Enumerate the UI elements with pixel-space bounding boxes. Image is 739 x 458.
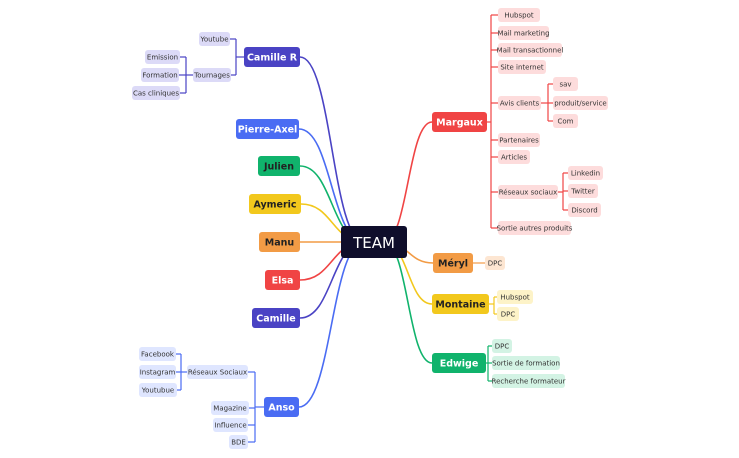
leaf-margaux[interactable]: Hubspot bbox=[498, 8, 540, 22]
leaf-margaux[interactable]: Sortie autres produits bbox=[497, 221, 573, 235]
branch-aymeric[interactable]: Aymeric bbox=[249, 194, 301, 214]
leaf-margaux[interactable]: Twitter bbox=[568, 184, 598, 198]
leaf-camille_r-label: Youtube bbox=[200, 36, 229, 44]
branch-camille-label: Camille bbox=[256, 313, 296, 324]
leaf-montaine[interactable]: Hubspot bbox=[497, 290, 533, 304]
leaf-edwige-label: Sortie de formation bbox=[492, 360, 560, 368]
leaf-edwige-label: Recherche formateur bbox=[492, 378, 566, 386]
leaf-anso[interactable]: BDE bbox=[229, 435, 248, 449]
leaf-anso[interactable]: Facebook bbox=[139, 347, 176, 361]
leaf-camille_r[interactable]: Emission bbox=[145, 50, 180, 64]
leaf-anso-label: Influence bbox=[214, 422, 246, 430]
leaf-edwige[interactable]: Recherche formateur bbox=[492, 374, 566, 388]
leaf-margaux[interactable]: Avis clients bbox=[498, 96, 541, 110]
leaf-anso-label: BDE bbox=[231, 439, 246, 447]
branch-margaux[interactable]: Margaux bbox=[432, 112, 487, 132]
leaf-anso-label: Youtubue bbox=[141, 387, 174, 395]
leaf-margaux-label: Site internet bbox=[500, 64, 544, 72]
leaf-camille_r[interactable]: Formation bbox=[141, 68, 179, 82]
leaf-anso[interactable]: Influence bbox=[213, 418, 248, 432]
leaf-camille_r[interactable]: Youtube bbox=[199, 32, 230, 46]
leaf-margaux-label: produit/service bbox=[554, 100, 606, 108]
leaf-margaux[interactable]: Partenaires bbox=[498, 133, 540, 147]
leaf-margaux-label: Réseaux sociaux bbox=[499, 189, 558, 197]
leaf-margaux-label: Mail marketing bbox=[497, 30, 549, 38]
leaf-margaux-label: Partenaires bbox=[499, 137, 539, 145]
leaf-margaux[interactable]: produit/service bbox=[553, 96, 608, 110]
leaf-margaux[interactable]: Mail marketing bbox=[497, 26, 550, 40]
leaf-camille_r[interactable]: Cas cliniques bbox=[132, 86, 180, 100]
leaf-margaux[interactable]: Articles bbox=[498, 150, 530, 164]
leaf-margaux-label: Linkedin bbox=[571, 170, 600, 178]
leaf-anso[interactable]: Réseaux Sociaux bbox=[187, 365, 248, 379]
leaf-margaux-label: Hubspot bbox=[504, 12, 534, 20]
leaf-anso[interactable]: Instagram bbox=[139, 365, 176, 379]
leaf-edwige-label: DPC bbox=[495, 343, 510, 351]
leaf-margaux-label: Discord bbox=[571, 207, 597, 215]
branch-pierre_axel[interactable]: Pierre-Axel bbox=[236, 119, 299, 139]
leaf-margaux[interactable]: Mail transactionnel bbox=[497, 43, 564, 57]
leaf-margaux-label: Articles bbox=[501, 154, 527, 162]
branch-julien[interactable]: Julien bbox=[258, 156, 300, 176]
branch-manu[interactable]: Manu bbox=[259, 232, 300, 252]
leaf-edwige[interactable]: DPC bbox=[492, 339, 512, 353]
branch-meryl-label: Méryl bbox=[438, 258, 468, 269]
leaf-margaux[interactable]: Réseaux sociaux bbox=[498, 185, 558, 199]
leaf-edwige[interactable]: Sortie de formation bbox=[492, 356, 560, 370]
leaf-anso-label: Magazine bbox=[213, 405, 246, 413]
branch-edwige-label: Edwige bbox=[440, 358, 479, 369]
leaf-montaine-label: DPC bbox=[501, 311, 516, 319]
leaf-margaux[interactable]: Discord bbox=[568, 203, 601, 217]
branch-elsa-label: Elsa bbox=[272, 275, 294, 286]
leaf-margaux[interactable]: Site internet bbox=[498, 60, 546, 74]
leaf-meryl[interactable]: DPC bbox=[485, 256, 505, 270]
leaf-anso-label: Réseaux Sociaux bbox=[188, 369, 247, 377]
branch-montaine[interactable]: Montaine bbox=[432, 294, 489, 314]
branch-anso-label: Anso bbox=[268, 402, 295, 413]
branch-margaux-label: Margaux bbox=[436, 117, 483, 128]
branch-elsa[interactable]: Elsa bbox=[265, 270, 300, 290]
leaf-anso[interactable]: Youtubue bbox=[139, 383, 177, 397]
branch-anso[interactable]: Anso bbox=[264, 397, 299, 417]
leaf-camille_r[interactable]: Tournages bbox=[193, 68, 231, 82]
leaf-anso-label: Facebook bbox=[141, 351, 175, 359]
leaf-margaux[interactable]: Linkedin bbox=[568, 166, 603, 180]
branch-aymeric-label: Aymeric bbox=[253, 199, 296, 210]
branch-meryl[interactable]: Méryl bbox=[433, 253, 473, 273]
branch-camille[interactable]: Camille bbox=[252, 308, 300, 328]
leaf-montaine-label: Hubspot bbox=[500, 294, 530, 302]
leaf-camille_r-label: Tournages bbox=[193, 72, 230, 80]
leaf-margaux-label: Com bbox=[558, 118, 574, 126]
leaf-margaux-label: Sortie autres produits bbox=[497, 225, 573, 233]
leaf-margaux-label: Mail transactionnel bbox=[497, 47, 564, 55]
branch-camille_r[interactable]: Camille R bbox=[244, 47, 300, 67]
center-node[interactable]: TEAM bbox=[341, 226, 407, 258]
leaf-margaux-label: Avis clients bbox=[500, 100, 540, 108]
leaf-margaux[interactable]: Com bbox=[553, 114, 578, 128]
leaf-montaine[interactable]: DPC bbox=[497, 307, 519, 321]
center-label: TEAM bbox=[352, 234, 395, 252]
leaf-meryl-label: DPC bbox=[488, 260, 503, 268]
leaf-camille_r-label: Formation bbox=[142, 72, 177, 80]
branch-julien-label: Julien bbox=[263, 161, 294, 172]
leaf-camille_r-label: Cas cliniques bbox=[133, 90, 179, 98]
leaf-anso[interactable]: Magazine bbox=[211, 401, 249, 415]
branch-camille_r-label: Camille R bbox=[247, 52, 298, 63]
leaf-margaux-label: Twitter bbox=[570, 188, 595, 196]
branch-manu-label: Manu bbox=[265, 237, 294, 248]
leaf-anso-label: Instagram bbox=[140, 369, 176, 377]
leaf-camille_r-label: Emission bbox=[147, 54, 178, 62]
leaf-margaux[interactable]: sav bbox=[553, 77, 578, 91]
branch-montaine-label: Montaine bbox=[435, 299, 485, 310]
leaf-margaux-label: sav bbox=[559, 81, 571, 89]
branch-pierre_axel-label: Pierre-Axel bbox=[238, 124, 298, 135]
branch-edwige[interactable]: Edwige bbox=[432, 353, 486, 373]
